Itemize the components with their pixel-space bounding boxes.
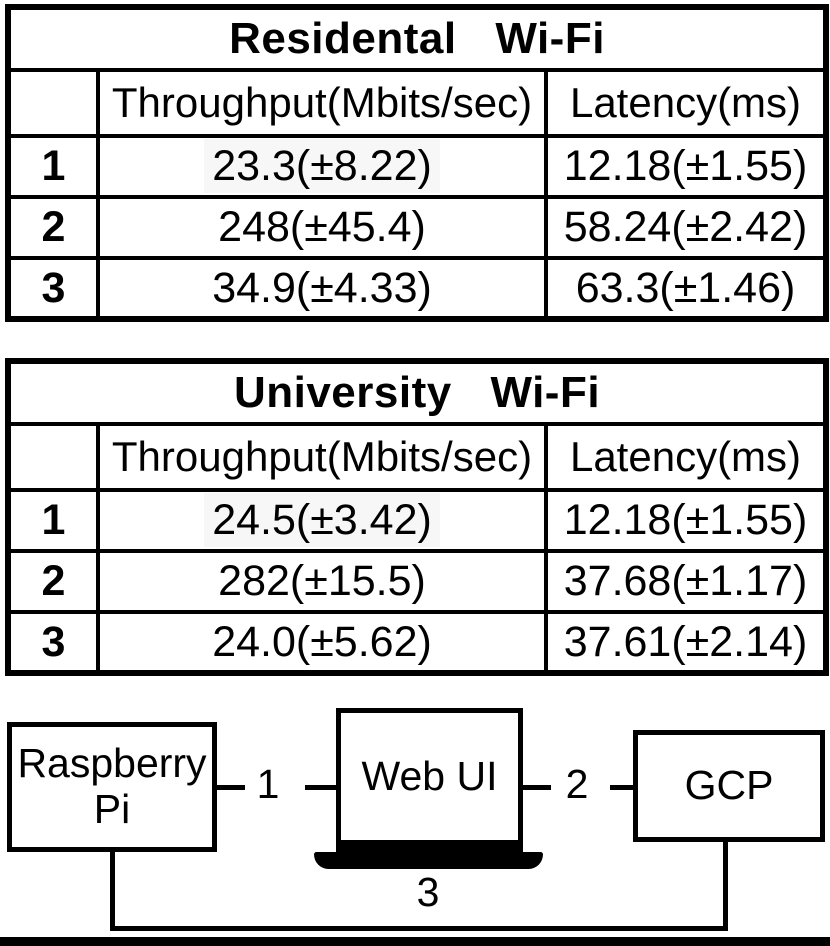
row-number: 3 xyxy=(6,610,100,675)
throughput-value: 282(±15.5) xyxy=(96,549,548,614)
table-row: 2 248(±45.4) 58.24(±2.42) xyxy=(6,195,829,260)
highlighted-value: 23.3(±8.22) xyxy=(204,140,440,193)
link3-line-segment xyxy=(723,840,728,931)
throughput-value: 24.0(±5.62) xyxy=(96,610,548,675)
row-number: 1 xyxy=(6,134,100,199)
residential-wifi-table: Residental Wi-Fi Throughput(Mbits/sec) L… xyxy=(5,4,830,322)
raspberry-pi-node: Raspberry Pi xyxy=(7,722,217,852)
latency-value: 12.18(±1.55) xyxy=(543,134,829,199)
throughput-value: 248(±45.4) xyxy=(96,195,548,260)
column-header-throughput: Throughput(Mbits/sec) xyxy=(96,68,548,138)
latency-value: 58.24(±2.42) xyxy=(543,195,829,260)
laptop-base-icon xyxy=(314,852,543,869)
throughput-value: 24.5(±3.42) xyxy=(96,488,548,553)
row-number: 2 xyxy=(6,195,100,260)
link2-line-segment xyxy=(523,785,551,790)
table-title-row: University Wi-Fi xyxy=(5,359,829,426)
row-number: 2 xyxy=(6,549,100,614)
table-row: 1 24.5(±3.42) 12.18(±1.55) xyxy=(6,488,829,553)
row-number: 1 xyxy=(6,488,100,553)
latency-value: 37.68(±1.17) xyxy=(543,549,829,614)
column-header-latency: Latency(ms) xyxy=(543,422,829,492)
university-wifi-table: University Wi-Fi Throughput(Mbits/sec) L… xyxy=(5,358,830,676)
table-row: 3 34.9(±4.33) 63.3(±1.46) xyxy=(6,256,829,321)
table-row: 1 23.3(±8.22) 12.18(±1.55) xyxy=(6,134,829,199)
table-row: 3 24.0(±5.62) 37.61(±2.14) xyxy=(6,610,829,675)
link1-line-segment xyxy=(217,785,245,790)
link1-label: 1 xyxy=(256,761,280,807)
link3-line-segment xyxy=(110,926,728,931)
gcp-node: GCP xyxy=(633,730,825,842)
throughput-value: 34.9(±4.33) xyxy=(96,256,548,321)
latency-value: 37.61(±2.14) xyxy=(543,610,829,675)
link2-label: 2 xyxy=(565,761,589,807)
highlighted-value: 24.5(±3.42) xyxy=(204,494,440,547)
link2-line-segment xyxy=(610,785,633,790)
table-title: University Wi-Fi xyxy=(5,359,829,426)
column-header-blank xyxy=(6,422,100,492)
column-header-blank xyxy=(6,68,100,138)
figure-bottom-rule xyxy=(0,937,830,946)
laptop-icon: Web UI xyxy=(336,708,523,852)
table-header-row: Throughput(Mbits/sec) Latency(ms) xyxy=(6,68,829,138)
row-number: 3 xyxy=(6,256,100,321)
table-row: 2 282(±15.5) 37.68(±1.17) xyxy=(6,549,829,614)
table-title: Residental Wi-Fi xyxy=(5,5,829,72)
table-title-row: Residental Wi-Fi xyxy=(5,5,829,72)
link1-line-segment xyxy=(305,785,336,790)
column-header-latency: Latency(ms) xyxy=(543,68,829,138)
column-header-throughput: Throughput(Mbits/sec) xyxy=(96,422,548,492)
link3-line-segment xyxy=(110,850,115,931)
table-header-row: Throughput(Mbits/sec) Latency(ms) xyxy=(6,422,829,492)
link3-label: 3 xyxy=(416,869,440,915)
throughput-value: 23.3(±8.22) xyxy=(96,134,548,199)
latency-value: 12.18(±1.55) xyxy=(543,488,829,553)
web-ui-node-label: Web UI xyxy=(361,753,498,799)
latency-value: 63.3(±1.46) xyxy=(543,256,829,321)
